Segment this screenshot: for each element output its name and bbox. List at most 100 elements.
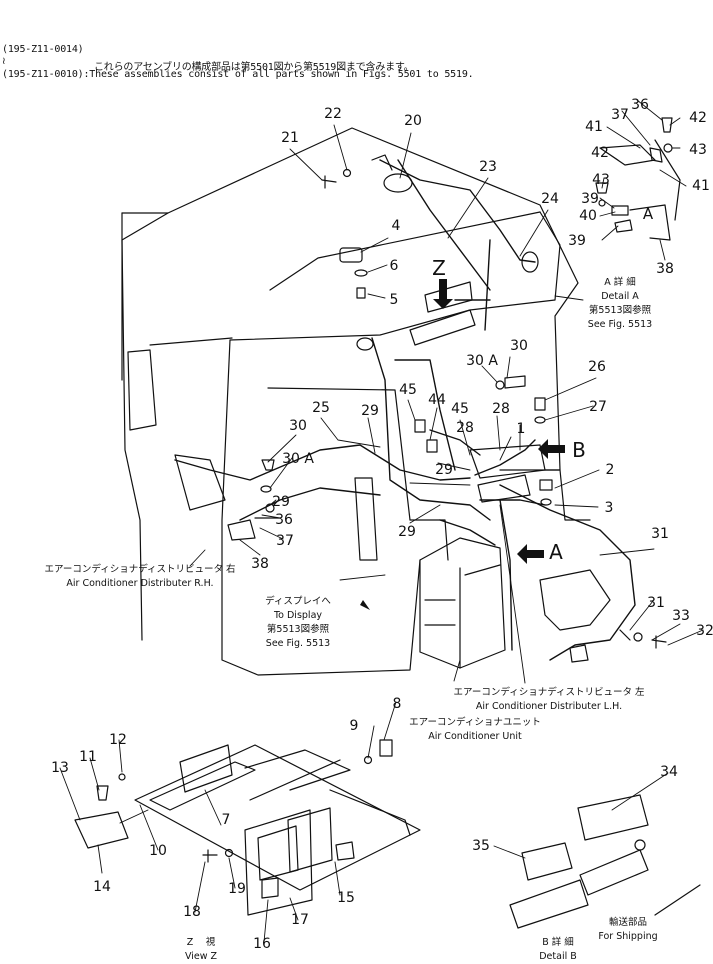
callout-37a: 37 bbox=[611, 107, 629, 123]
callout-10: 10 bbox=[149, 843, 167, 859]
distributor-rh-note: エアーコンディショナディストリビュータ 右 Air Conditioner Di… bbox=[44, 563, 235, 591]
marker-a: A bbox=[549, 540, 563, 564]
callout-2: 2 bbox=[605, 462, 615, 478]
callout-11: 11 bbox=[79, 749, 97, 765]
callout-43b: 43 bbox=[689, 142, 707, 158]
callout-37b: 37 bbox=[276, 533, 294, 549]
callout-14: 14 bbox=[93, 879, 111, 895]
header-note-en: (195-Z11-0010):These assemblies consist … bbox=[2, 69, 474, 80]
callout-13: 13 bbox=[51, 760, 69, 776]
view-z-panel bbox=[74, 744, 421, 916]
callout-30A-a: 30 A bbox=[466, 353, 498, 369]
callout-31a: 31 bbox=[651, 526, 669, 542]
callout-29d: 29 bbox=[272, 494, 290, 510]
callout-28a: 28 bbox=[492, 401, 510, 417]
distributor-lh-en: Air Conditioner Distributer L.H. bbox=[475, 701, 623, 712]
view-z-note: Z 視 View Z bbox=[185, 936, 217, 964]
detail-b-en: Detail B bbox=[539, 951, 577, 962]
ac-unit-en: Air Conditioner Unit bbox=[428, 731, 522, 742]
detail-a-note: A 詳 細 Detail A 第5513図参照 See Fig. 5513 bbox=[588, 276, 652, 332]
view-z-jp: Z 視 bbox=[186, 937, 216, 948]
callout-30A-b: 30 A bbox=[282, 451, 314, 467]
callout-44: 44 bbox=[428, 392, 446, 408]
detail-a-en: Detail A bbox=[601, 291, 639, 302]
display-en: To Display bbox=[273, 610, 323, 621]
distributor-rh-jp: エアーコンディショナディストリビュータ 右 bbox=[44, 564, 236, 575]
callout-41a: 41 bbox=[585, 119, 603, 135]
leader-lines bbox=[59, 99, 704, 943]
marker-z: Z bbox=[432, 256, 446, 280]
detail-a-ref-en: See Fig. 5513 bbox=[587, 319, 653, 330]
callout-38b: 38 bbox=[251, 556, 269, 572]
detail-b-connectors bbox=[509, 794, 701, 929]
header-code-1: (195-Z11-0014) bbox=[2, 44, 84, 55]
callout-27: 27 bbox=[589, 399, 607, 415]
callout-31b: 31 bbox=[647, 595, 665, 611]
display-jp: ディスプレイへ bbox=[265, 596, 331, 607]
header-tilde: ≀ bbox=[2, 56, 6, 67]
callout-3: 3 bbox=[604, 500, 614, 516]
shipping-en: For Shipping bbox=[598, 931, 658, 942]
callout-35: 35 bbox=[472, 838, 490, 854]
wire-harness bbox=[174, 159, 636, 661]
callout-42a: 42 bbox=[591, 145, 609, 161]
callout-8: 8 bbox=[392, 696, 402, 712]
callout-12: 12 bbox=[109, 732, 127, 748]
callout-18: 18 bbox=[183, 904, 201, 920]
callout-19: 19 bbox=[228, 881, 246, 897]
shipping-jp: 輸送部品 bbox=[608, 917, 647, 928]
marker-a-small: A bbox=[642, 205, 654, 223]
callout-42b: 42 bbox=[689, 110, 707, 126]
detail-b-note: B 詳 細 Detail B bbox=[539, 936, 577, 964]
callout-25: 25 bbox=[312, 400, 330, 416]
distributor-lh-jp: エアーコンディショナディストリビュータ 左 bbox=[453, 687, 645, 698]
callout-1: 1 bbox=[516, 421, 526, 437]
callout-16: 16 bbox=[253, 936, 271, 952]
detail-b-jp: B 詳 細 bbox=[542, 937, 574, 948]
callout-26: 26 bbox=[588, 359, 606, 375]
callout-40: 40 bbox=[579, 208, 597, 224]
view-z-en: View Z bbox=[184, 951, 218, 962]
callout-4: 4 bbox=[391, 218, 401, 234]
callout-36b: 36 bbox=[275, 512, 293, 528]
callout-22: 22 bbox=[324, 106, 342, 122]
callout-29b: 29 bbox=[435, 462, 453, 478]
callout-7: 7 bbox=[221, 812, 231, 828]
distributor-rh-en: Air Conditioner Distributer R.H. bbox=[66, 578, 214, 589]
callout-34: 34 bbox=[660, 764, 678, 780]
arrows bbox=[360, 279, 565, 610]
distributor-lh-note: エアーコンディショナディストリビュータ 左 Air Conditioner Di… bbox=[453, 686, 644, 714]
callout-43a: 43 bbox=[592, 172, 610, 188]
callout-9: 9 bbox=[349, 718, 359, 734]
callout-17: 17 bbox=[291, 912, 309, 928]
callout-41b: 41 bbox=[692, 178, 710, 194]
ac-unit-body bbox=[419, 537, 506, 669]
callout-39b: 39 bbox=[568, 233, 586, 249]
callout-38a: 38 bbox=[656, 261, 674, 277]
callout-5: 5 bbox=[389, 292, 399, 308]
callout-30b: 30 bbox=[289, 418, 307, 434]
ac-unit-note: エアーコンディショナユニット Air Conditioner Unit bbox=[409, 716, 541, 744]
callout-30a: 30 bbox=[510, 338, 528, 354]
marker-b: B bbox=[572, 438, 586, 462]
callout-20: 20 bbox=[404, 113, 422, 129]
callout-24: 24 bbox=[541, 191, 559, 207]
callout-36a: 36 bbox=[631, 97, 649, 113]
callout-29c: 29 bbox=[398, 524, 416, 540]
callout-29a: 29 bbox=[361, 403, 379, 419]
callout-23: 23 bbox=[479, 159, 497, 175]
callout-21: 21 bbox=[281, 130, 299, 146]
detail-a-jp: A 詳 細 bbox=[604, 277, 636, 288]
display-ref-jp: 第5513図参照 bbox=[266, 624, 330, 635]
callout-28b: 28 bbox=[456, 420, 474, 436]
callout-32: 32 bbox=[696, 623, 713, 639]
callout-45b: 45 bbox=[451, 401, 469, 417]
callout-33: 33 bbox=[672, 608, 690, 624]
callout-6: 6 bbox=[389, 258, 399, 274]
display-note: ディスプレイへ To Display 第5513図参照 See Fig. 551… bbox=[265, 595, 331, 651]
cab-outline bbox=[121, 127, 591, 676]
callout-15: 15 bbox=[337, 890, 355, 906]
shipping-note: 輸送部品 For Shipping bbox=[598, 916, 657, 944]
header-note-jp: これらのアセンブリの構成部品は第5501図から第5519図まで含みます。 bbox=[94, 62, 414, 73]
